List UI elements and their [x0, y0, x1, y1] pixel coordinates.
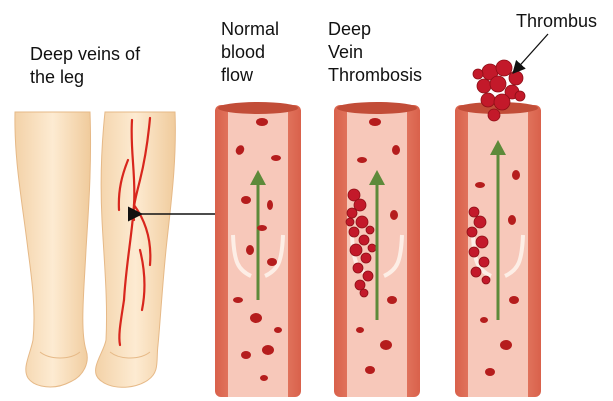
left-leg — [15, 112, 91, 387]
vessel-normal — [215, 102, 301, 397]
legs-illustration — [15, 112, 175, 387]
vessel-thrombus — [455, 60, 541, 397]
right-leg — [96, 112, 176, 387]
vessel-dvt — [334, 102, 420, 397]
thrombus-pointer-arrow — [514, 34, 548, 72]
